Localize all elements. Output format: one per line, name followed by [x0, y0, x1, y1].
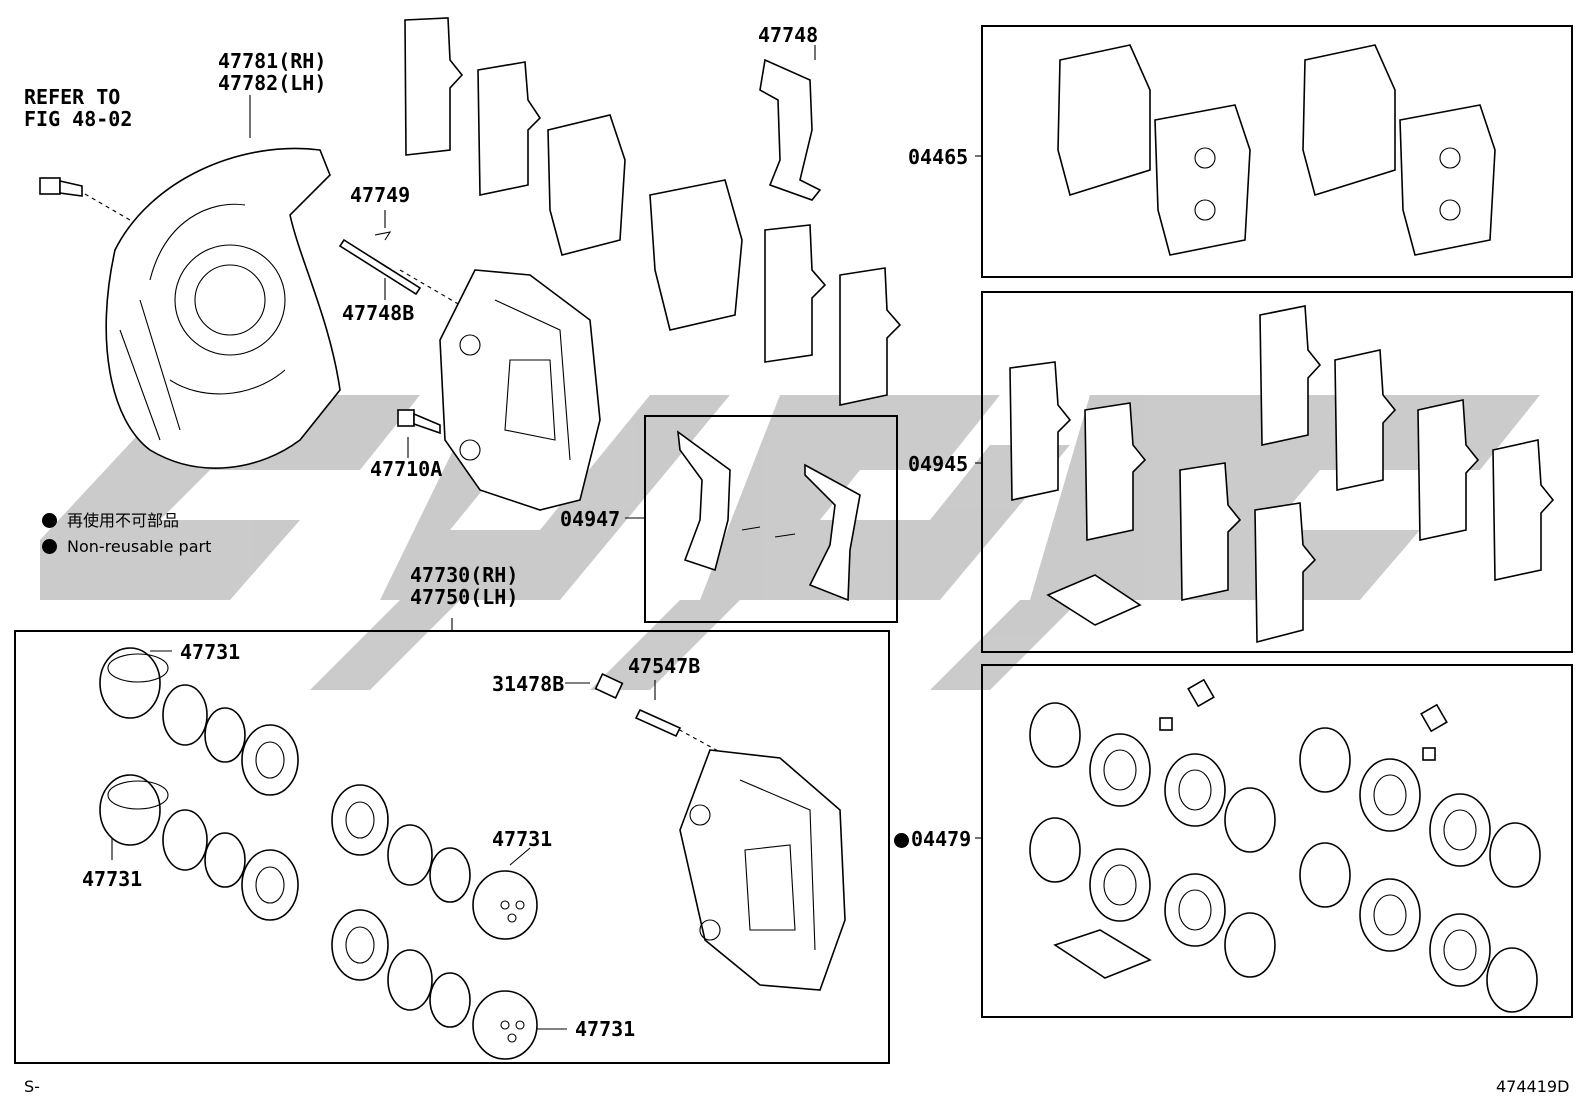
piston-label-mid[interactable]: 47731 — [492, 827, 553, 851]
legend-jp-text: 再使用不可部品 — [67, 511, 180, 530]
non-reusable-dot-icon — [42, 513, 57, 528]
bolt-drawing — [397, 409, 441, 435]
shield-part-label[interactable]: 47781(RH) 47782(LH) — [218, 49, 327, 95]
diagram-id: 474419D — [1496, 1077, 1570, 1096]
spring-kit-label[interactable]: 04947 — [560, 507, 621, 531]
legend-jp: 再使用不可部品 — [42, 510, 179, 532]
non-reusable-dot-icon — [42, 539, 57, 554]
pad-kit-drawing — [1057, 44, 1496, 256]
cap-part-label[interactable]: 31478B — [492, 672, 565, 696]
pad-kit-label[interactable]: 04465 — [908, 145, 969, 169]
pin-drawing — [338, 231, 422, 296]
spring-part-label[interactable]: 47748 — [758, 23, 819, 47]
seal-kit-drawing — [1029, 678, 1541, 1013]
caliper-assy-drawing — [99, 647, 846, 1060]
piston-label-top[interactable]: 47731 — [180, 640, 241, 664]
seal-kit-number: 04479 — [911, 827, 972, 851]
frame-shim-kit — [981, 291, 1573, 653]
caliper-part-label[interactable]: 47730(RH) 47750(LH) — [410, 563, 519, 609]
clip-part-label[interactable]: 47749 — [350, 183, 411, 207]
legend-en-text: Non-reusable part — [67, 537, 212, 556]
pin-part-label[interactable]: 47748B — [342, 301, 415, 325]
refer-bolt-drawing — [39, 177, 83, 197]
bleeder-part-label[interactable]: 47547B — [628, 654, 701, 678]
piston-label-bottom[interactable]: 47731 — [575, 1017, 636, 1041]
seal-kit-label[interactable]: 04479 — [894, 828, 971, 850]
spring-kit-drawing — [677, 430, 861, 602]
refer-to-label[interactable]: REFER TO FIG 48-02 — [24, 85, 133, 131]
frame-spring-kit — [644, 415, 898, 623]
shims-top-drawing — [404, 17, 902, 406]
dust-shield-drawing — [105, 147, 341, 469]
shim-kit-drawing — [1009, 305, 1555, 644]
frame-seal-kit — [981, 664, 1573, 1018]
piston-label-left[interactable]: 47731 — [82, 867, 143, 891]
footer-left-text: S- — [24, 1077, 40, 1096]
frame-pad-kit — [981, 25, 1573, 278]
shim-kit-label[interactable]: 04945 — [908, 452, 969, 476]
caliper-upper-drawing — [439, 269, 601, 511]
bolt-part-label[interactable]: 47710A — [370, 457, 443, 481]
legend-en: Non-reusable part — [42, 536, 211, 558]
non-reusable-marker-icon — [894, 833, 909, 848]
